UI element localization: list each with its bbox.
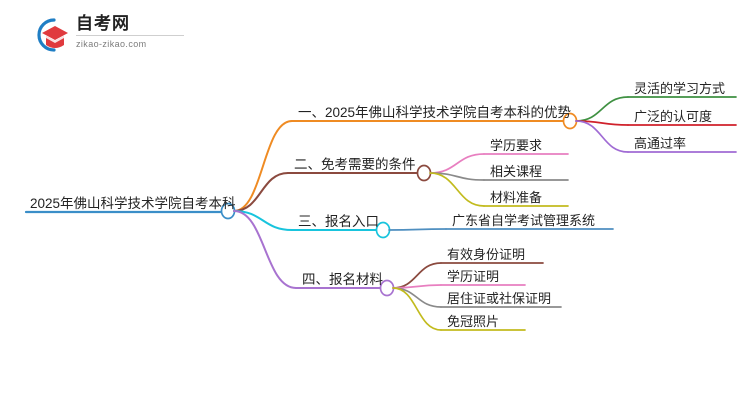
leaf-label-valid-id-proof[interactable]: 有效身份证明 [447, 247, 526, 262]
leaf-label-education-requirement[interactable]: 学历要求 [490, 138, 543, 153]
mindmap-root-label[interactable]: 2025年佛山科学技术学院自考本科 [30, 196, 236, 211]
leaf-label-wide-recognition[interactable]: 广泛的认可度 [634, 109, 713, 124]
branch-label-registration-materials[interactable]: 四、报名材料 [302, 272, 383, 287]
branch-node-exemption-conditions[interactable] [416, 164, 432, 182]
edge-exemption-conditions-to-material-preparation [429, 172, 485, 207]
branch-label-registration-entry[interactable]: 三、报名入口 [298, 214, 379, 229]
edge-registration-materials-to-residence-or-social-security-proof [392, 287, 442, 308]
edge-root-to-exemption-conditions [233, 172, 289, 212]
leaf-label-related-courses[interactable]: 相关课程 [490, 164, 543, 179]
leaf-label-education-proof[interactable]: 学历证明 [447, 269, 500, 284]
edge-advantages-to-flexible-study [575, 96, 629, 122]
edge-registration-materials-to-valid-id-proof [392, 262, 442, 289]
site-logo: 自考网 zikao-zikao.com [28, 12, 208, 58]
leaf-label-gd-self-exam-system[interactable]: 广东省自学考试管理系统 [452, 213, 596, 228]
branch-label-exemption-conditions[interactable]: 二、免考需要的条件 [294, 157, 416, 172]
edge-registration-entry-to-gd-self-exam-system [388, 228, 447, 231]
zikao-logo-mark [28, 15, 72, 55]
edge-exemption-conditions-to-education-requirement [429, 153, 485, 174]
edge-advantages-to-high-pass-rate [575, 120, 629, 153]
logo-text: 自考网 zikao-zikao.com [76, 14, 206, 51]
leaf-label-residence-or-social-security-proof[interactable]: 居住证或社保证明 [447, 291, 552, 306]
leaf-label-material-preparation[interactable]: 材料准备 [490, 190, 543, 205]
edge-root-to-registration-materials [233, 210, 297, 289]
edge-registration-materials-to-bareheaded-photo [392, 287, 442, 331]
edge-root-to-advantages [233, 120, 293, 212]
logo-subtitle: zikao-zikao.com [76, 39, 147, 49]
leaf-label-bareheaded-photo[interactable]: 免冠照片 [447, 314, 500, 329]
leaf-label-high-pass-rate[interactable]: 高通过率 [634, 136, 687, 151]
logo-title: 自考网 [76, 14, 184, 36]
branch-label-advantages[interactable]: 一、2025年佛山科学技术学院自考本科的优势 [298, 105, 572, 120]
leaf-label-flexible-study[interactable]: 灵活的学习方式 [634, 81, 726, 96]
